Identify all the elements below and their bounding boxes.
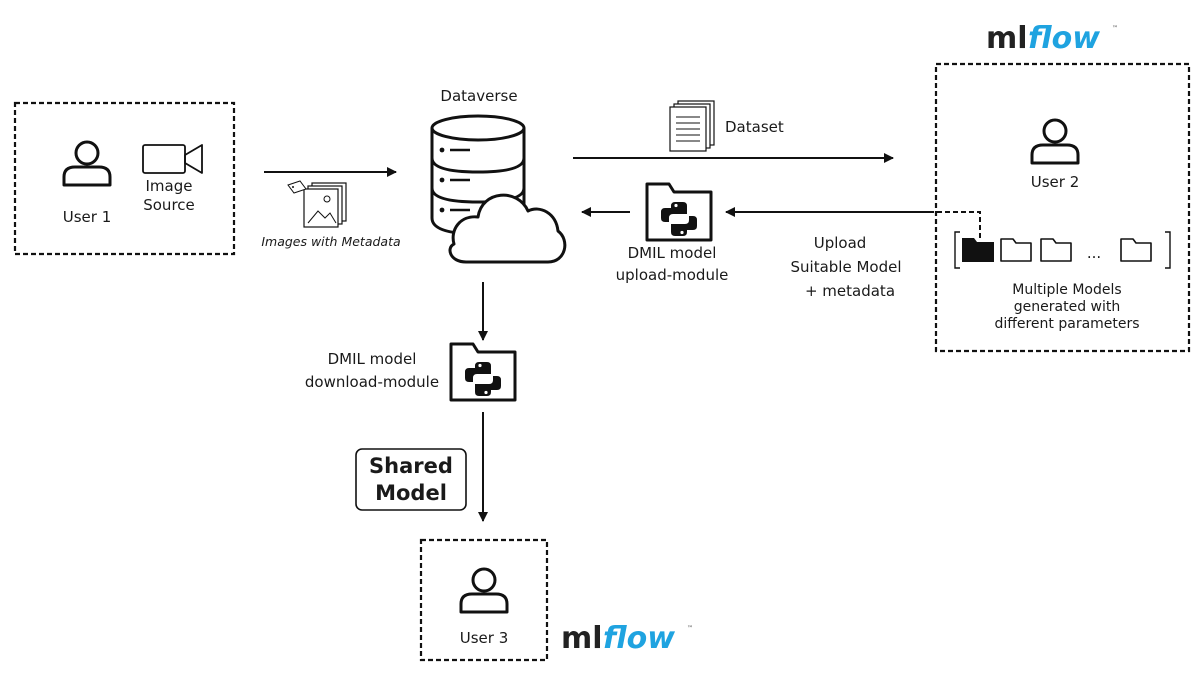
svg-text:flow: flow: [1028, 21, 1100, 56]
svg-text:™: ™: [1112, 25, 1118, 32]
shared-model-label-line1: Shared: [369, 454, 453, 478]
selected-model-folder-icon: [962, 238, 994, 262]
dataset-label: Dataset: [725, 118, 784, 136]
download-module-python-folder-icon: [449, 342, 517, 402]
models-ellipsis: ...: [1087, 244, 1101, 262]
user2-icon: [1030, 118, 1080, 165]
shared-model-badge: [355, 448, 467, 511]
svg-text:™: ™: [687, 625, 693, 632]
user1-label: User 1: [63, 208, 112, 226]
svg-text:ml: ml: [986, 21, 1028, 56]
model-folder-icon: [1000, 238, 1032, 262]
tag-icon: [287, 180, 307, 194]
shared-model-label-line2: Model: [375, 481, 447, 505]
download-module-label-line2: download-module: [305, 373, 439, 391]
video-camera-icon: [142, 144, 203, 174]
svg-text:ml: ml: [561, 621, 603, 656]
mlflow-logo-top: ml flow ™: [986, 21, 1118, 56]
document-stack-icon: [669, 100, 715, 152]
user1-box: [13, 101, 236, 256]
upload-module-python-folder-icon: [645, 182, 713, 242]
images-with-metadata-label: Images with Metadata: [261, 234, 400, 249]
upload-label-line3: + metadata: [805, 282, 895, 300]
model-folder-icon: [1120, 238, 1152, 262]
user3-icon: [459, 567, 509, 614]
upload-module-label-line2: upload-module: [616, 266, 729, 284]
mlflow-logo-bottom: ml flow ™: [561, 621, 693, 656]
multiple-models-label-line3: different parameters: [994, 316, 1139, 332]
svg-text:flow: flow: [603, 621, 675, 656]
upload-label-line1: Upload: [814, 234, 867, 252]
user2-label: User 2: [1031, 173, 1080, 191]
cloud-icon: [448, 193, 567, 264]
upload-module-label-line1: DMIL model: [628, 244, 717, 262]
multiple-models-label-line2: generated with: [1014, 299, 1120, 315]
multiple-models-label-line1: Multiple Models: [1012, 282, 1121, 298]
dataverse-label: Dataverse: [440, 87, 517, 105]
model-folder-icon: [1040, 238, 1072, 262]
download-module-label-line1: DMIL model: [328, 350, 417, 368]
model-folders-group: [954, 231, 1171, 269]
user3-box: [419, 538, 549, 662]
user3-label: User 3: [460, 629, 509, 647]
upload-label-line2: Suitable Model: [791, 258, 902, 276]
selected-model-connector: [934, 211, 981, 238]
images-stack-icon: [303, 182, 347, 228]
image-source-label-line1: Image: [146, 177, 193, 195]
user1-icon: [62, 140, 112, 187]
user2-box: [934, 62, 1191, 353]
image-source-label-line2: Source: [143, 196, 195, 214]
